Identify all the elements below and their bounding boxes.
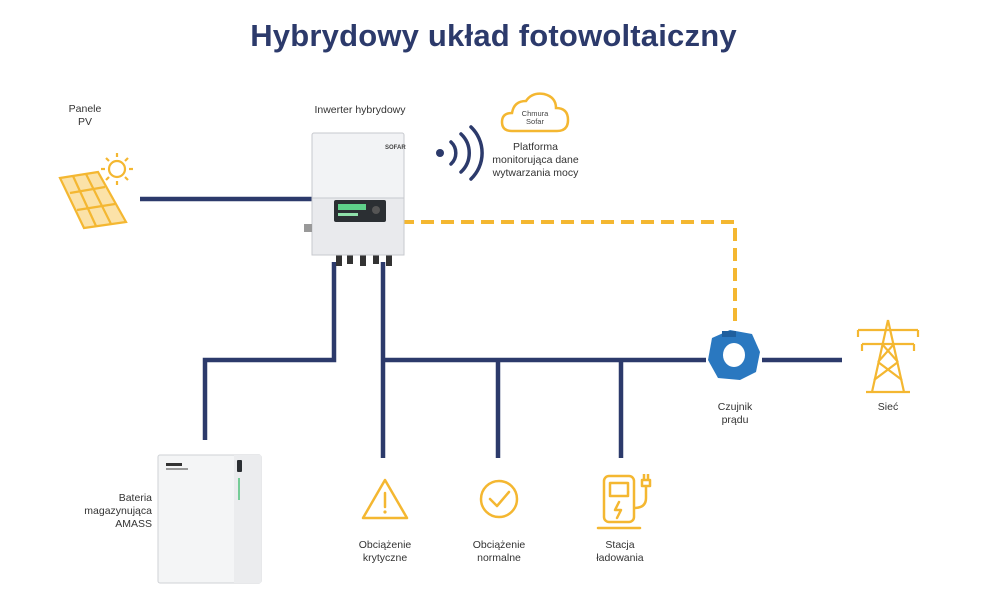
sensor-label: Czujnik prądu [700, 401, 770, 427]
inverter-brand: SOFAR [385, 145, 406, 151]
battery-label-line-3: AMASS [115, 518, 152, 530]
platform-label: Platforma monitorująca dane wytwarzania … [478, 141, 593, 180]
critical-load-label-line-2: krytyczne [362, 552, 408, 564]
wifi-signal-icon [436, 125, 484, 181]
sensor-label-line-1: Czujnik [717, 401, 753, 413]
charging-station-label-line-1: Stacja [605, 539, 635, 551]
battery-label-line-1: Bateria [118, 492, 152, 504]
cloud-text-1: Chmura [522, 109, 550, 118]
critical-load-label-line-1: Obciążenie [358, 539, 412, 551]
page-title: Hybrydowy układ fotowoltaiczny [250, 18, 737, 53]
platform-label-line-2: monitorująca dane [492, 154, 579, 166]
cloud-icon: Chmura Sofar [500, 92, 570, 133]
pv-label: Panele PV [50, 103, 120, 129]
warning-icon [361, 478, 409, 520]
battery-label: Bateria magazynująca AMASS [78, 492, 152, 531]
current-sensor-icon [708, 330, 760, 380]
charging-station-label-line-2: ładowania [596, 552, 644, 564]
solar-panel-icon [58, 153, 133, 230]
ev-charger-icon [596, 474, 652, 530]
critical-load-label: Obciążenie krytyczne [345, 539, 425, 565]
battery-cabinet-icon [157, 454, 262, 584]
battery-line [202, 262, 337, 440]
battery-label-line-2: magazynująca [84, 505, 152, 517]
cloud-text-2: Sofar [526, 117, 544, 126]
normal-load-label: Obciążenie normalne [459, 539, 539, 565]
hybrid-inverter: SOFAR [304, 132, 406, 266]
platform-label-line-1: Platforma [513, 141, 558, 153]
normal-load-label-line-2: normalne [477, 552, 521, 564]
check-circle-icon [479, 479, 519, 519]
sensor-label-line-2: prądu [721, 414, 749, 426]
pv-label-line-1: Panele [68, 103, 102, 115]
inverter-label: Inwerter hybrydowy [314, 104, 406, 116]
pv-label-line-2: PV [77, 116, 92, 128]
power-lines [140, 196, 842, 458]
power-pylon-icon [856, 319, 920, 394]
charging-station-label: Stacja ładowania [580, 539, 660, 565]
normal-load-label-line-1: Obciążenie [472, 539, 526, 551]
communication-line [401, 220, 737, 328]
grid-label: Sieć [877, 401, 899, 413]
platform-label-line-3: wytwarzania mocy [492, 167, 579, 179]
